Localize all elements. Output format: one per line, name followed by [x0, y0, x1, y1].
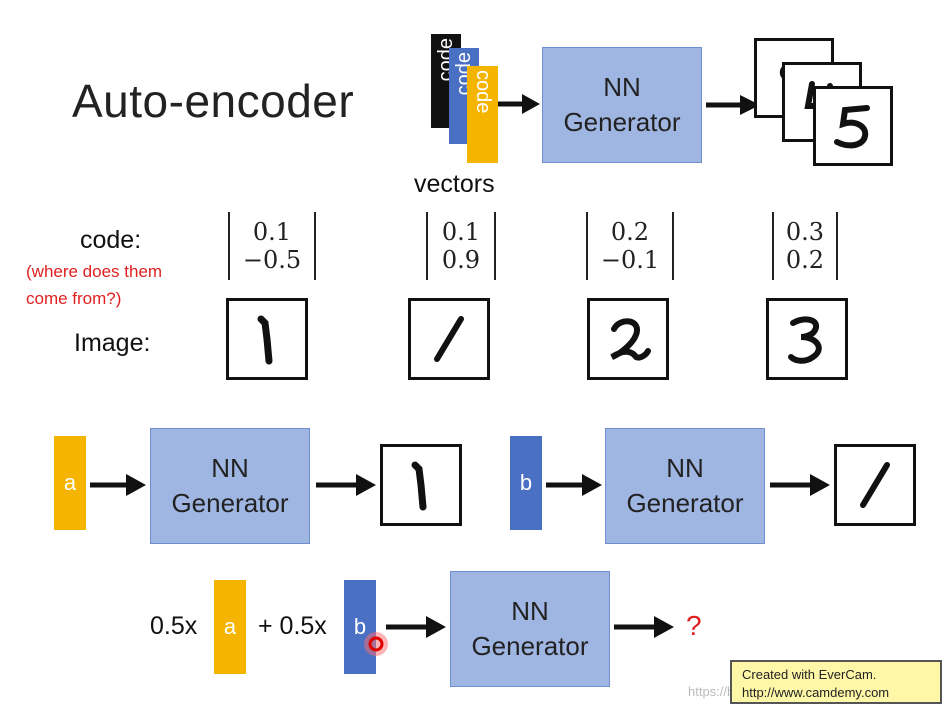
page-title: Auto-encoder — [72, 75, 355, 127]
code-vector-1: 0.1 −0.5 — [228, 212, 316, 280]
code-bar-yellow: code — [467, 66, 498, 163]
digit-output-right — [834, 444, 916, 526]
digit-2-icon — [610, 318, 651, 361]
interp-a-label: a — [223, 614, 237, 639]
nn-generator-left: NN Generator — [150, 428, 310, 544]
arrow-icon — [90, 474, 146, 496]
evercam-badge: Created with EverCam. http://www.camdemy… — [730, 660, 942, 704]
coefficient-a: 0.5x — [150, 612, 198, 640]
code-vector-3: 0.2 −0.1 — [586, 212, 674, 280]
digit-image-1 — [226, 298, 308, 380]
code-bar-yellow-label: code — [472, 70, 494, 114]
arrow-icon — [498, 94, 540, 114]
digit-output-left — [380, 444, 462, 526]
vector-value-top: 0.1 — [252, 218, 292, 246]
generator-label: Generator — [171, 488, 289, 518]
arrow-icon — [386, 616, 446, 638]
code-a-label: a — [63, 470, 77, 495]
digit-image-3 — [587, 298, 669, 380]
code-vector-2: 0.1 0.9 — [426, 212, 496, 280]
arrow-icon — [316, 474, 376, 496]
digit-image-4 — [766, 298, 848, 380]
image-label: Image: — [74, 329, 151, 357]
question-text: (where does them come from?) — [26, 258, 162, 312]
code-bar-a: a — [54, 436, 86, 530]
digit-slash-icon — [434, 316, 464, 362]
generator-label: Generator — [471, 631, 589, 661]
nn-label: NN — [511, 595, 549, 626]
vector-value-bottom: −0.1 — [600, 246, 660, 274]
question-line-2: come from?) — [26, 289, 122, 309]
vector-value-bottom: 0.9 — [441, 246, 481, 274]
code-label: code: — [80, 226, 142, 254]
nn-generator-bottom: NN Generator — [450, 571, 610, 687]
arrow-icon — [770, 474, 830, 496]
nn-label: NN — [211, 452, 249, 483]
code-bar-b: b — [510, 436, 542, 530]
interp-bar-a: a — [214, 580, 246, 674]
unknown-output: ? — [686, 610, 702, 641]
code-vector-4: 0.3 0.2 — [772, 212, 838, 280]
vector-value-top: 0.2 — [610, 218, 650, 246]
evercam-line-1: Created with EverCam. — [742, 667, 877, 682]
digit-image-stack-3 — [813, 86, 893, 166]
plus-coefficient-b: + 0.5x — [258, 612, 327, 640]
cursor-dot-icon — [364, 632, 388, 656]
vector-value-bottom: 0.2 — [785, 246, 825, 274]
code-b-label: b — [519, 470, 533, 495]
arrow-icon — [614, 616, 674, 638]
digit-5-icon — [834, 105, 870, 149]
nn-generator-top: NN Generator — [542, 47, 702, 163]
nn-generator-right: NN Generator — [605, 428, 765, 544]
interp-b-label: b — [353, 614, 367, 639]
digit-slash-icon — [860, 462, 890, 508]
generator-label: Generator — [626, 488, 744, 518]
vector-value-bottom: −0.5 — [242, 246, 302, 274]
vector-value-top: 0.1 — [441, 218, 481, 246]
vectors-label: vectors — [414, 170, 495, 198]
vector-value-top: 0.3 — [785, 218, 825, 246]
interp-bar-b: b — [344, 580, 376, 674]
evercam-line-2: http://www.camdemy.com — [742, 684, 890, 700]
digit-3-icon — [788, 316, 822, 364]
digit-1-icon — [257, 315, 273, 365]
generator-label: Generator — [563, 107, 681, 137]
digit-image-2 — [408, 298, 490, 380]
nn-label: NN — [666, 452, 704, 483]
arrow-icon — [706, 95, 760, 115]
question-line-1: (where does them — [26, 262, 163, 281]
arrow-icon — [546, 474, 602, 496]
digit-1-icon — [411, 461, 427, 511]
nn-label: NN — [603, 71, 641, 102]
